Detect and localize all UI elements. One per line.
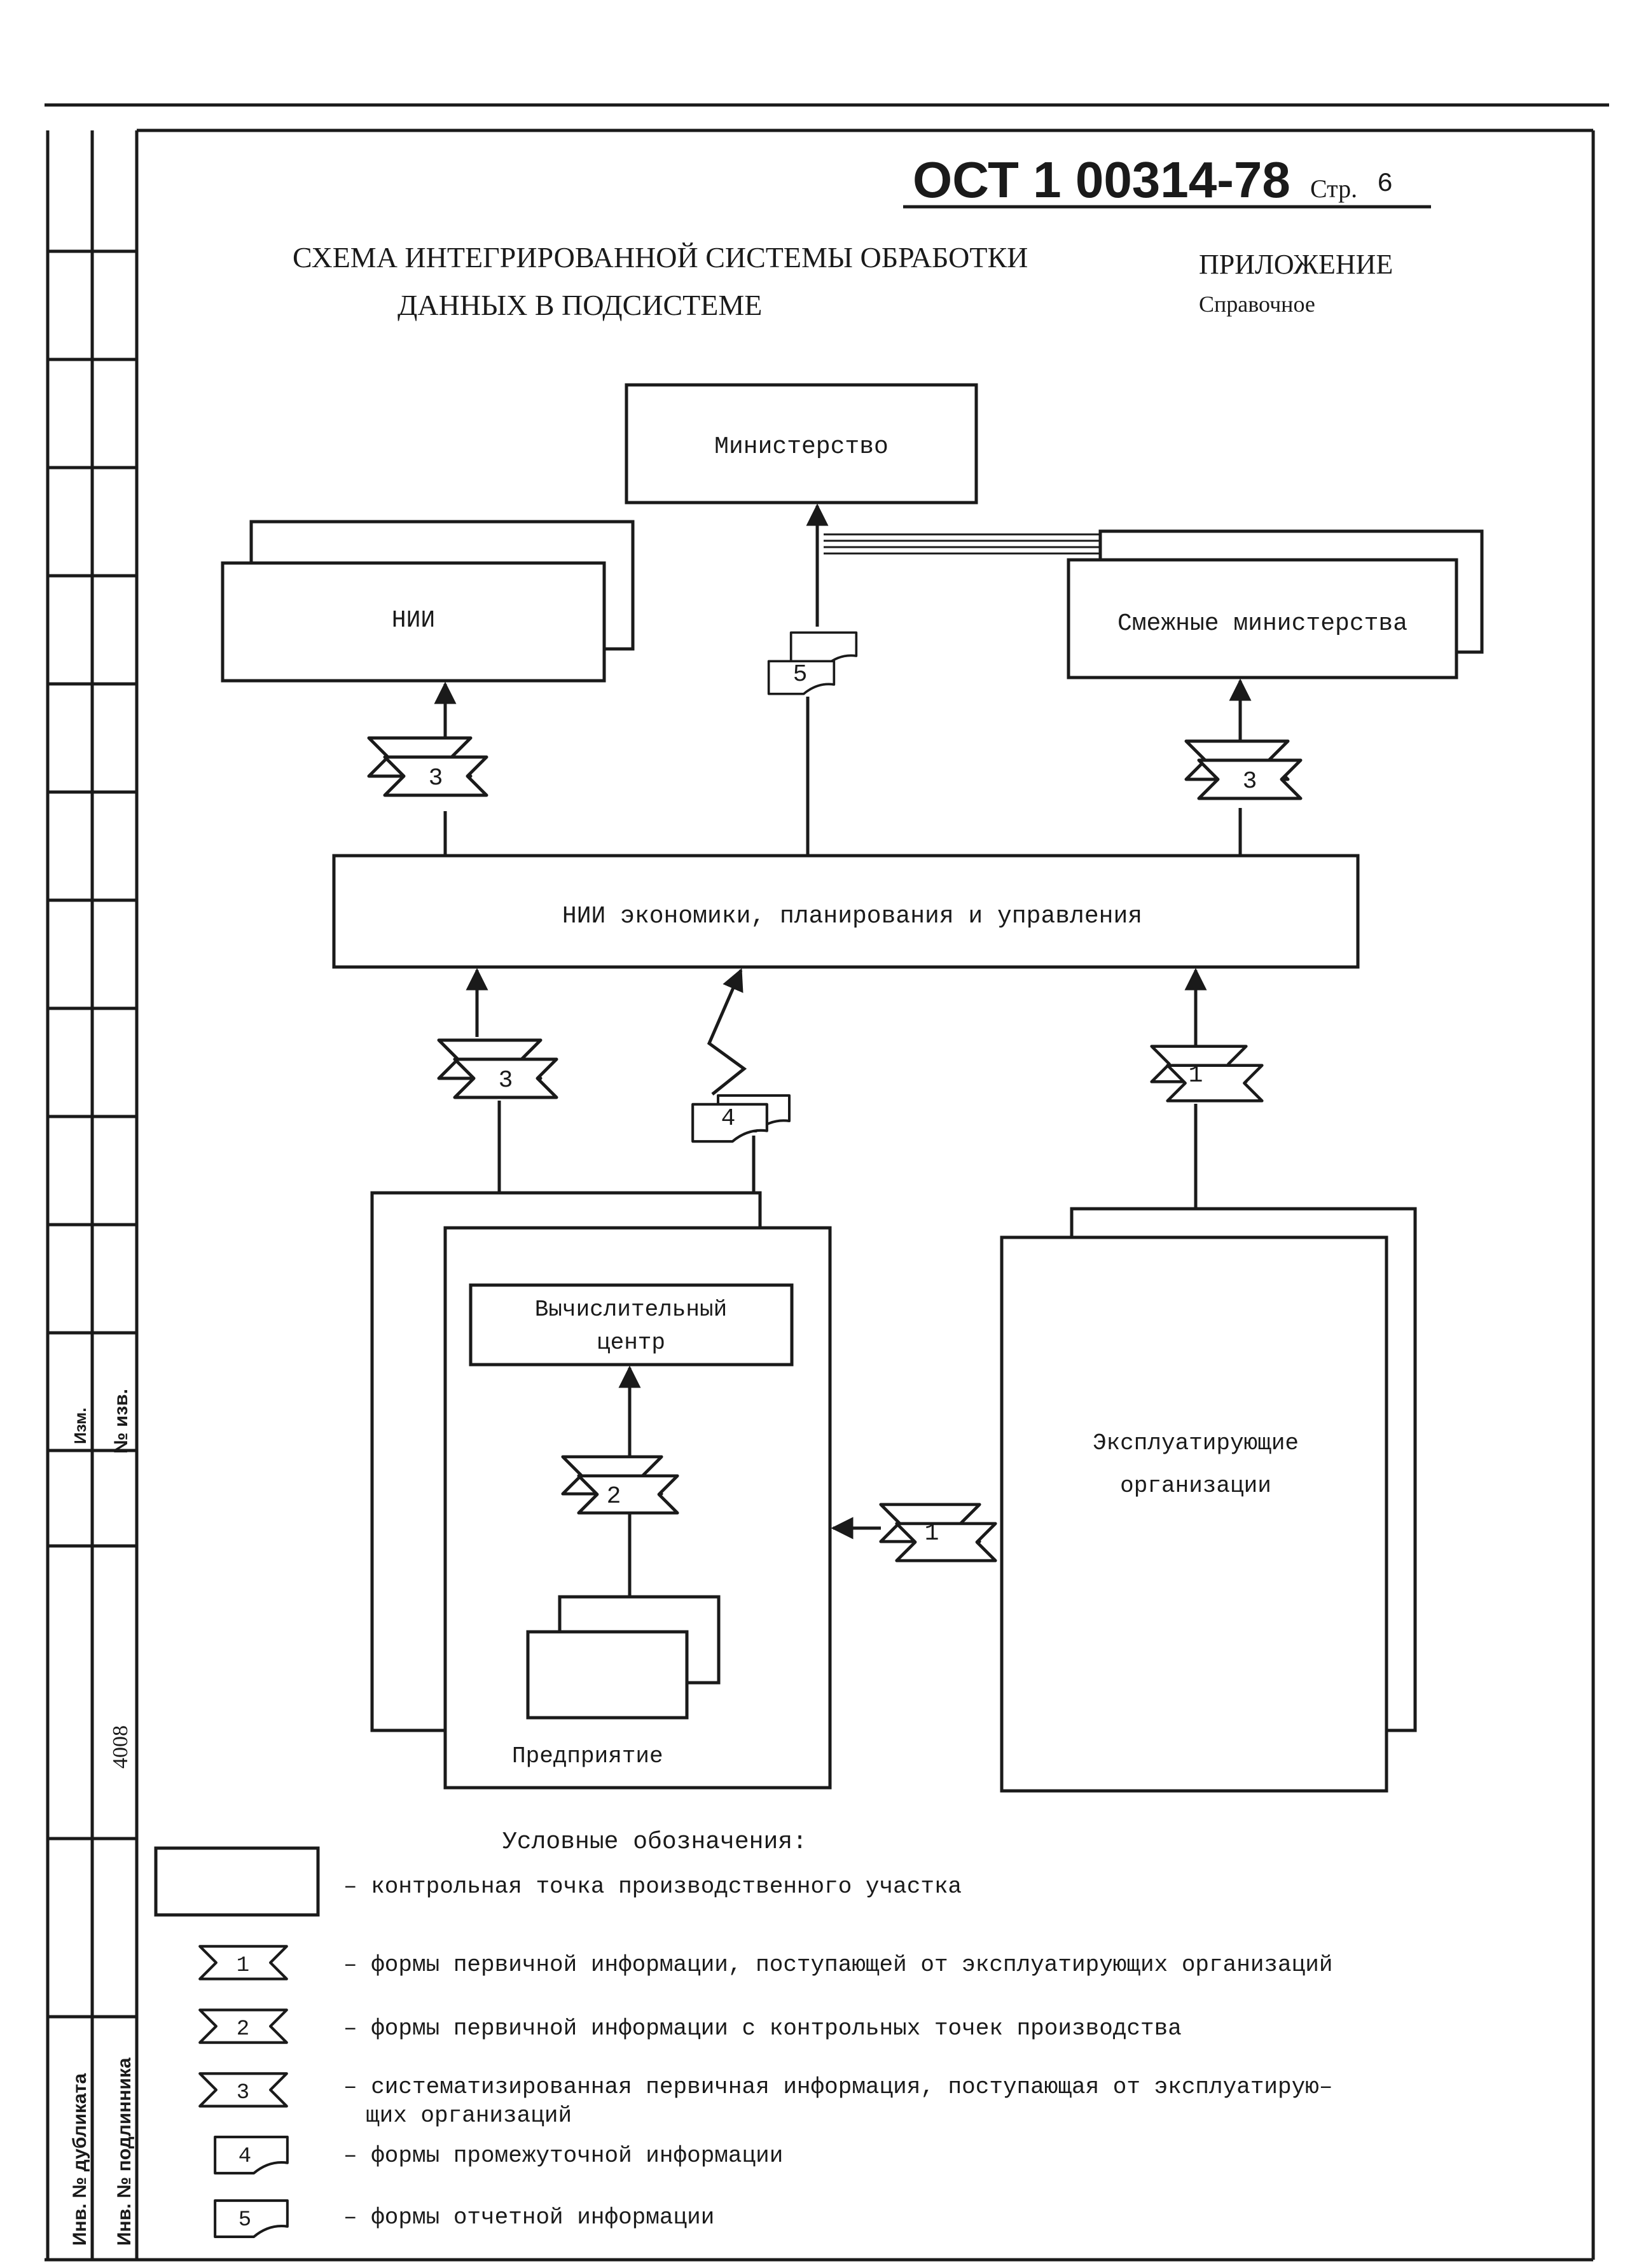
legend-title: Условные обозначения: <box>502 1828 807 1856</box>
legend-text-5: – формы отчетной информации <box>343 2204 714 2230</box>
operating-label-2: организации <box>1120 1473 1271 1499</box>
operating-box-back <box>1070 1207 1417 1732</box>
margin-izm: Изм. <box>71 1408 90 1444</box>
appendix-type: Справочное <box>1199 291 1315 317</box>
form-3-enterprise: 3 <box>499 1067 513 1094</box>
form-1-enterprise: 1 <box>925 1520 939 1547</box>
title-line-2: ДАННЫХ В ПОДСИСТЕМЕ <box>398 289 762 321</box>
legend-checkpoint-icon <box>154 1846 320 1917</box>
related-label: Смежные министерства <box>1117 610 1407 637</box>
margin-cells <box>48 249 137 2019</box>
form-3-nii: 3 <box>429 765 443 792</box>
margin-number: 4008 <box>109 1725 132 1769</box>
computing-label-1: Вычислительный <box>535 1297 727 1323</box>
form-3-related: 3 <box>1243 768 1257 795</box>
legend-symbol-3: 3 <box>237 2081 249 2105</box>
link-related-to-ministry <box>824 533 1100 555</box>
nii-box <box>221 561 606 683</box>
legend-text-4: – формы промежуточной информации <box>343 2143 783 2169</box>
legend-symbol-1: 1 <box>237 1954 249 1978</box>
form-2-checkpoint: 2 <box>607 1483 621 1510</box>
legend-text-2: – формы первичной информации с контрольн… <box>343 2015 1182 2042</box>
margin-inv-podl: Инв. № подлинника <box>114 2057 135 2246</box>
related-box <box>1067 558 1458 679</box>
legend-text-3b: щих организаций <box>366 2103 572 2129</box>
checkpoint-front <box>526 1630 689 1720</box>
operating-label-1: Эксплуатирующие <box>1093 1430 1299 1456</box>
nii-econ-box <box>332 854 1360 969</box>
legend-text-0: – контрольная точка производственного уч… <box>343 1874 962 1900</box>
enterprise-box-back <box>370 1191 762 1732</box>
page-label: Стр. <box>1310 174 1357 203</box>
enterprise-label: Предприятие <box>512 1743 663 1769</box>
legend-text-3: – систематизированная первичная информац… <box>343 2074 1332 2100</box>
form-1-operating: 1 <box>1189 1062 1203 1089</box>
title-line-1: СХЕМА ИНТЕГРИРОВАННОЙ СИСТЕМЫ ОБРАБОТКИ <box>293 241 1028 274</box>
form-4-econ: 4 <box>721 1105 736 1132</box>
standard-number: ОСТ 1 00314-78 <box>913 151 1290 208</box>
margin-inv-dubl: Инв. № дубликата <box>69 2073 90 2246</box>
operating-box <box>1000 1235 1388 1793</box>
legend-symbol-5: 5 <box>239 2208 251 2232</box>
nii-econ-label: НИИ экономики, планирования и управления <box>562 903 1142 930</box>
margin-no-izv: № изв. <box>111 1389 132 1454</box>
nii-label: НИИ <box>392 607 435 634</box>
ministry-box <box>625 383 978 504</box>
computing-label-2: центр <box>597 1330 665 1356</box>
legend-text-1: – формы первичной информации, поступающе… <box>343 1952 1332 1978</box>
ministry-label: Министерство <box>714 433 889 461</box>
legend-symbol-2: 2 <box>237 2017 249 2042</box>
legend-symbol-4: 4 <box>239 2145 251 2169</box>
computing-center-box <box>469 1283 794 1367</box>
form-5-ministry: 5 <box>793 661 808 688</box>
appendix-label: ПРИЛОЖЕНИЕ <box>1199 249 1393 280</box>
lightning-link <box>707 968 747 1096</box>
page-number: 6 <box>1377 169 1393 199</box>
